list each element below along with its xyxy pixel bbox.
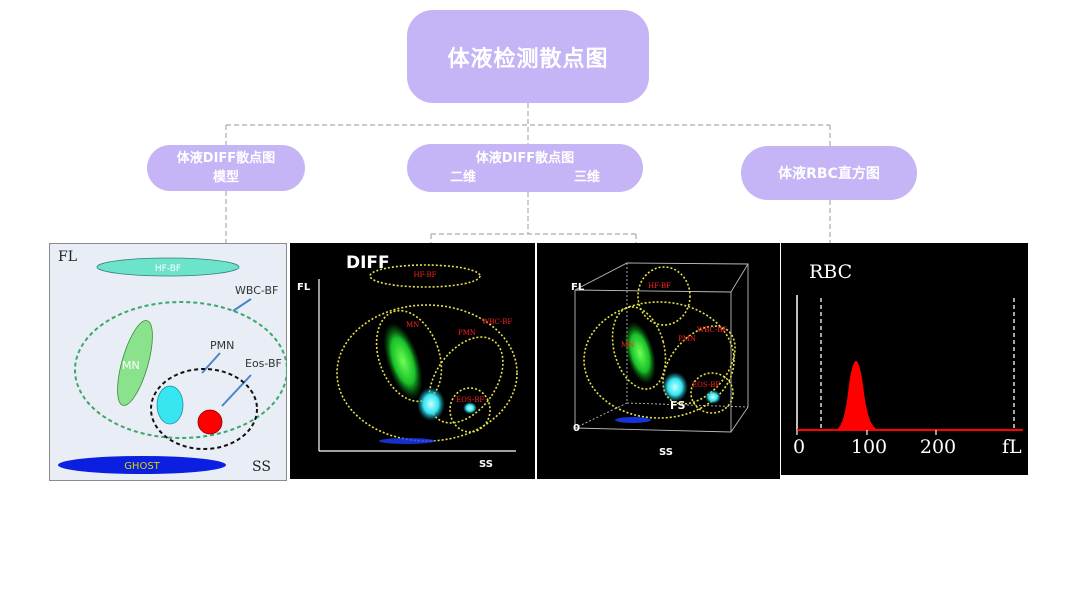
rbc-histogram-panel: RBC 0 100 200 fL (781, 243, 1028, 475)
rbc-title: RBC (809, 261, 852, 283)
diff3d-pmn-population (662, 372, 688, 402)
branch-model-line2: 模型 (212, 170, 239, 185)
rbc-tick-200: 200 (920, 436, 956, 458)
model-pmn-region (156, 385, 184, 425)
diff3d-mn-label: MN (621, 341, 634, 349)
diff3d-mn-gate (611, 306, 667, 390)
diff-model-panel: FL HF-BF WBC-BF MN PMN Eos-BF GHOST SS (49, 243, 287, 481)
diff3d-eos-bf-gate (690, 372, 734, 414)
model-ss-label: SS (252, 459, 271, 475)
model-fl-label: FL (58, 249, 77, 265)
rbc-tick-100: 100 (851, 436, 887, 458)
diff-2d-scatter-panel: DIFF FL SS HF-BF WBC-BF MN PMN EOS-BF (290, 243, 535, 479)
diff2d-pmn-label: PMN (458, 329, 476, 337)
model-wbc-bf-region (74, 301, 287, 439)
model-hf-bf-region (96, 257, 240, 277)
rbc-x-label: fL (1002, 436, 1022, 458)
diff3d-mn-population (624, 321, 656, 385)
branch-rbc-node: 体液RBC直方图 (741, 146, 917, 200)
diff2d-hf-bf-gate (369, 264, 481, 288)
diff3d-zero-label: 0 (573, 423, 580, 434)
model-pmn-label: PMN (210, 339, 234, 352)
root-title-node: 体液检测散点图 (407, 10, 649, 103)
rbc-x-ticks (796, 430, 937, 435)
diff3d-cube-frame (574, 262, 749, 433)
root-title: 体液检测散点图 (447, 46, 609, 72)
diff2d-eos-bf-gate (449, 387, 491, 433)
diff3d-eos-bf-label: EOS-BF (692, 381, 720, 389)
branch-diff-node: 体液DIFF散点图 二维 三维 (407, 144, 643, 192)
model-eos-arrow (221, 374, 252, 407)
diff3d-hf-bf-label: HF-BF (648, 282, 671, 290)
model-eos-bf-label: Eos-BF (245, 357, 282, 370)
diff2d-pmn-population (417, 387, 445, 421)
model-eos-region (197, 409, 223, 435)
diff3d-wbc-bf-label: WBC-BF (697, 326, 727, 334)
diff3d-eos-population (705, 390, 721, 404)
diff2d-eos-bf-label: EOS-BF (456, 396, 484, 404)
diff2d-eos-population (463, 402, 477, 414)
diff2d-fl-label: FL (297, 282, 311, 293)
rbc-distribution-curve (835, 361, 879, 430)
model-mn-label: MN (122, 359, 140, 372)
diff3d-ss-label: SS (659, 447, 673, 458)
model-ghost-label: GHOST (124, 461, 160, 472)
diff2d-title: DIFF (346, 253, 390, 273)
model-wbc-arrow (232, 298, 252, 312)
diff2d-pmn-gate (428, 336, 504, 424)
model-wbc-bf-label: WBC-BF (235, 284, 278, 297)
model-ghost-region (58, 456, 226, 474)
diff3d-pmn-label: PMN (678, 335, 696, 343)
branch-diff-line1: 体液DIFF散点图 (475, 151, 575, 166)
diff3d-fl-label: FL (571, 282, 585, 293)
diff2d-hf-bf-label: HF-BF (413, 271, 436, 279)
diff2d-mn-population (383, 322, 423, 400)
diff3d-wbc-bf-gate (583, 301, 735, 419)
diff2d-mn-label: MN (406, 321, 419, 329)
diff-3d-scatter-panel: FL 0 SS FS HF-BF WBC-BF MN PMN EOS-BF (537, 243, 780, 479)
diff3d-pmn-gate (662, 325, 736, 405)
rbc-tick-0: 0 (793, 436, 805, 458)
diff2d-wbc-bf-label: WBC-BF (482, 318, 512, 326)
branch-diff-2d-label: 二维 (450, 170, 477, 185)
branch-diff-3d-label: 三维 (573, 170, 600, 185)
branch-model-line1: 体液DIFF散点图 (176, 151, 276, 166)
model-hf-bf-label: HF-BF (155, 264, 181, 274)
model-mn-region (117, 320, 153, 406)
diff3d-ghost-population (615, 417, 651, 423)
branch-rbc-label: 体液RBC直方图 (778, 166, 880, 182)
diff2d-ghost-population (379, 438, 435, 444)
branch-model-node: 体液DIFF散点图 模型 (147, 145, 305, 191)
diff2d-ss-label: SS (479, 459, 493, 470)
model-pmn-region-outline (150, 368, 258, 450)
diff3d-hf-bf-gate (637, 266, 691, 326)
